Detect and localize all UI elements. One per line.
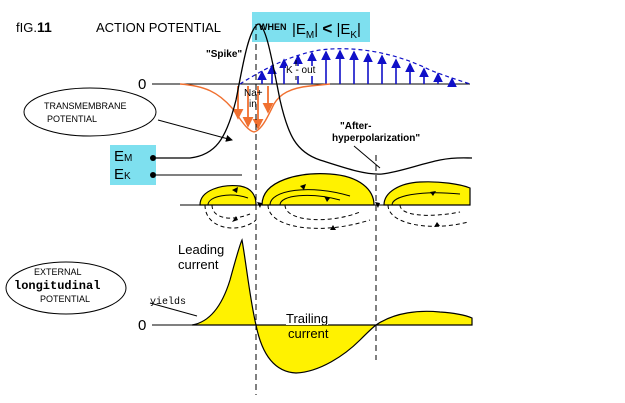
na-in-label-2: in [249, 99, 257, 110]
external-label-1: EXTERNAL [34, 267, 82, 277]
figure-number: fIG.11 [16, 19, 52, 35]
after-pointer [353, 145, 381, 169]
leading-current-fill [191, 238, 257, 326]
transmembrane-label-2: POTENTIAL [47, 114, 98, 124]
k-out-envelope [239, 48, 471, 85]
condition-expression: |EM| < |EK| [292, 19, 361, 41]
after-label-1: "After- [340, 121, 372, 132]
leading-label-2: current [178, 257, 219, 272]
yields-pointer [149, 302, 198, 317]
external-ellipse [5, 261, 127, 315]
em-ek-box: EM EK [110, 145, 156, 185]
leading-label-1: Leading [178, 242, 225, 257]
spike-label: "Spike" [206, 49, 243, 60]
loop-fill-mid [261, 173, 375, 206]
action-potential-trace [156, 23, 473, 175]
loop-fill-right [383, 181, 471, 206]
recovery-fill [374, 310, 473, 326]
condition-box: WHEN |EM| < |EK| [252, 12, 370, 42]
figure-title: ACTION POTENTIAL [96, 20, 221, 35]
yields-label: yields [150, 297, 187, 308]
trailing-label-1: Trailing [286, 311, 329, 326]
transmembrane-pointer [157, 119, 233, 142]
na-in-curve [179, 83, 331, 133]
k-out-label: K - out [286, 65, 316, 76]
em-label: EM [114, 148, 133, 165]
zero-top-label: 0 [138, 76, 147, 93]
zero-bottom-label: 0 [138, 317, 147, 334]
na-in-label-1: Na+ [244, 88, 263, 99]
em-dot [150, 155, 156, 161]
k-out-arrows [257, 49, 457, 87]
trailing-current-fill [255, 324, 378, 374]
loop-arrowheads [232, 184, 440, 230]
transmembrane-ellipse [23, 87, 157, 137]
current-loops [204, 189, 469, 229]
ek-dot [150, 172, 156, 178]
external-label-2: longitudinal [14, 279, 101, 293]
condition-when: WHEN [259, 22, 287, 32]
external-label-3: POTENTIAL [40, 294, 91, 304]
trailing-label-2: current [288, 326, 329, 341]
transmembrane-label-1: TRANSMEMBRANE [44, 101, 127, 111]
after-label-2: hyperpolarization" [332, 133, 421, 144]
ek-label: EK [114, 166, 131, 183]
